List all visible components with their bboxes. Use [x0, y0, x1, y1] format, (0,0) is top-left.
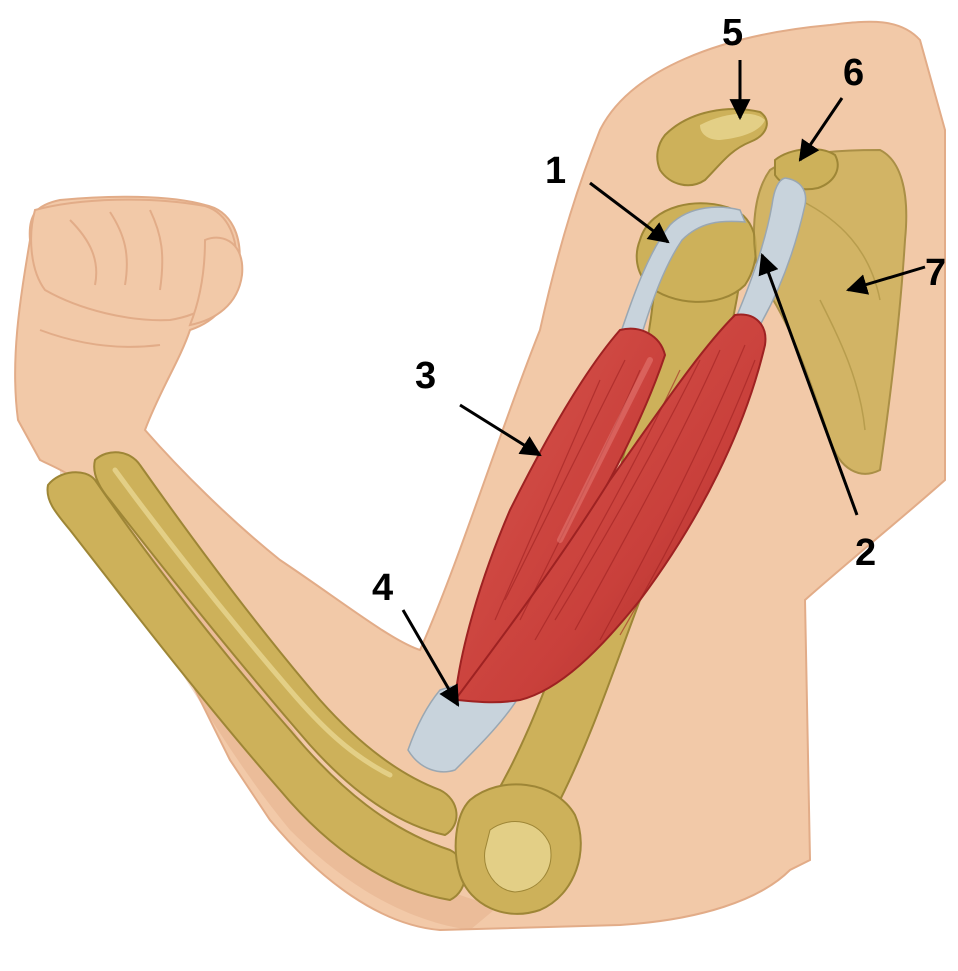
- callout-5: 5: [722, 12, 743, 54]
- callout-3: 3: [415, 355, 436, 397]
- callout-1: 1: [545, 150, 566, 192]
- callout-4: 4: [372, 567, 393, 609]
- callout-2: 2: [855, 532, 876, 574]
- callout-6: 6: [843, 52, 864, 94]
- callout-7: 7: [925, 252, 946, 294]
